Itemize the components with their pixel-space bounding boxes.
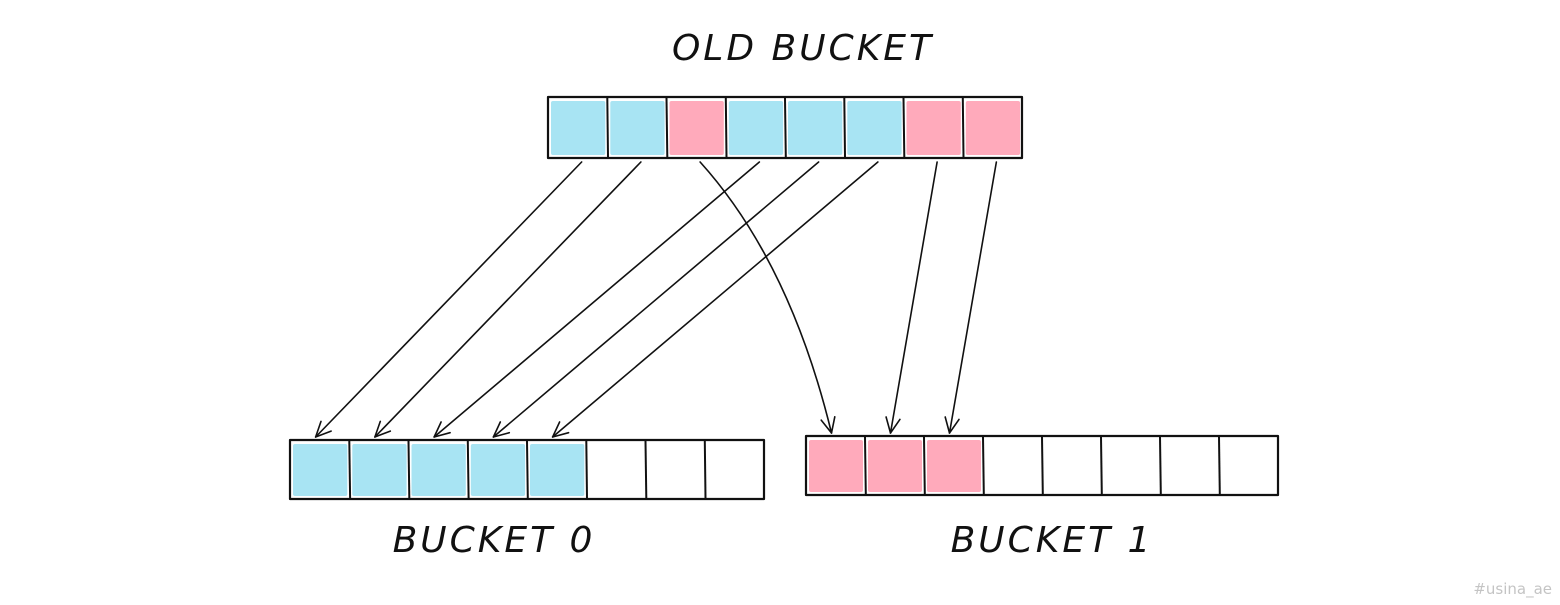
cell-divider bbox=[724, 97, 728, 158]
old-cell bbox=[965, 101, 1021, 155]
cell-divider bbox=[843, 97, 846, 158]
bucket1-outline bbox=[804, 434, 1280, 497]
arrowhead bbox=[314, 420, 332, 438]
old-bucket-outline bbox=[546, 95, 1024, 160]
cell-divider bbox=[961, 97, 965, 158]
cell-divider bbox=[703, 440, 707, 499]
arrowhead bbox=[885, 416, 901, 434]
bucket-0-label: BUCKET 0 bbox=[393, 520, 596, 561]
cell-divider bbox=[1041, 436, 1044, 495]
cell-divider bbox=[923, 436, 926, 495]
bucket1-cell bbox=[1104, 440, 1158, 492]
cell-divider bbox=[1218, 436, 1221, 495]
bucket1-cell bbox=[809, 440, 863, 492]
cell-divider bbox=[665, 97, 669, 158]
arrowhead bbox=[374, 420, 392, 438]
bucket0-cell bbox=[707, 444, 763, 496]
old-bucket bbox=[546, 95, 1024, 160]
arrowhead bbox=[492, 421, 511, 438]
cell-divider bbox=[1100, 436, 1103, 495]
cell-divider bbox=[864, 436, 867, 495]
bucket1-cell bbox=[986, 440, 1040, 492]
old-cell bbox=[788, 101, 843, 155]
old-cell bbox=[669, 101, 724, 155]
rehash-arrows bbox=[314, 161, 998, 438]
old-cell bbox=[728, 101, 784, 155]
arrowhead bbox=[551, 421, 570, 438]
cell-divider bbox=[466, 440, 470, 499]
arrow bbox=[433, 161, 761, 438]
cell-divider bbox=[606, 97, 609, 158]
cell-divider bbox=[348, 440, 352, 499]
arrow bbox=[314, 161, 583, 438]
bucket0-cell bbox=[411, 444, 466, 496]
old-cell bbox=[551, 101, 606, 155]
arrow bbox=[551, 161, 879, 438]
watermark: #usina_ae bbox=[1473, 580, 1552, 599]
bucket1-cell bbox=[1222, 440, 1276, 492]
old-cell bbox=[847, 101, 902, 155]
cell-divider bbox=[644, 440, 648, 499]
bucket0-cell bbox=[648, 444, 703, 496]
bucket0-cell bbox=[293, 444, 348, 496]
arrow bbox=[492, 161, 820, 438]
bucket0-cell bbox=[589, 444, 644, 496]
arrowhead bbox=[433, 421, 451, 438]
old-bucket-title: OLD BUCKET bbox=[672, 28, 934, 69]
cell-divider bbox=[982, 436, 985, 495]
arrow bbox=[699, 161, 833, 434]
bucket1-cell bbox=[1045, 440, 1099, 492]
bucket-1 bbox=[804, 434, 1280, 497]
cell-divider bbox=[902, 97, 906, 158]
arrow bbox=[374, 161, 642, 438]
arrow bbox=[948, 161, 998, 434]
arrowhead bbox=[820, 416, 836, 434]
cell-divider bbox=[407, 440, 411, 499]
bucket0-cell bbox=[470, 444, 526, 496]
cell-divider bbox=[1159, 436, 1162, 495]
arrowhead bbox=[944, 416, 960, 434]
cell-divider bbox=[585, 440, 588, 499]
old-cell bbox=[610, 101, 665, 155]
bucket1-cell bbox=[868, 440, 922, 492]
arrow bbox=[889, 161, 938, 434]
bucket0-cell bbox=[352, 444, 407, 496]
bucket0-cell bbox=[530, 444, 585, 496]
bucket1-cell bbox=[1163, 440, 1217, 492]
bucket1-cell bbox=[927, 440, 981, 492]
cell-divider bbox=[526, 440, 529, 499]
old-cell bbox=[906, 101, 961, 155]
bucket0-outline bbox=[288, 438, 766, 501]
bucket-1-label: BUCKET 1 bbox=[951, 520, 1154, 561]
cell-divider bbox=[784, 97, 787, 158]
bucket-0 bbox=[288, 438, 766, 501]
